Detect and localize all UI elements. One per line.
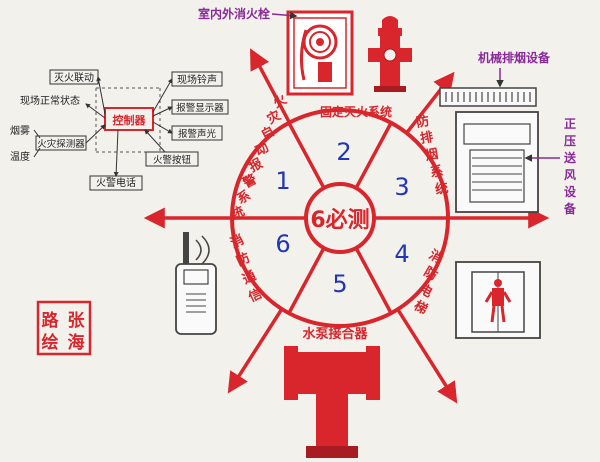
label-smoke-control: 防 排 烟 系 统	[415, 113, 450, 198]
air-vent-icon	[455, 111, 539, 213]
svg-text:排: 排	[419, 129, 435, 147]
svg-text:通: 通	[240, 268, 259, 288]
node-fire-linkage: 灭火联动	[54, 72, 94, 84]
label-pump-adapter: 水泵接合器	[302, 326, 368, 342]
node-normal-state: 现场正常状态	[20, 94, 80, 107]
hydrant-box-icon	[286, 10, 354, 96]
number-5: 5	[332, 270, 347, 298]
alarm-flow-diagram: 控制器 灭火联动 现场正常状态 烟雾 温度 火灾探测器 火警电话 现场铃声 报警…	[10, 69, 229, 191]
center-circle	[304, 182, 376, 254]
callout-hydrant-arrow	[271, 11, 298, 20]
number-3: 3	[394, 173, 409, 201]
node-detector: 火灾探测器	[37, 138, 85, 150]
node-temperature: 温度	[10, 150, 30, 163]
svg-text:消: 消	[228, 232, 247, 252]
controller-label: 控制器	[113, 113, 147, 127]
svg-text:压: 压	[564, 134, 576, 148]
pump-adapter-icon	[284, 346, 380, 458]
svg-text:风: 风	[564, 168, 576, 182]
svg-text:防: 防	[234, 250, 253, 270]
node-display: 报警显示器	[176, 102, 224, 114]
svg-text:信: 信	[246, 286, 265, 306]
svg-text:动: 动	[253, 140, 272, 159]
callout-hydrant: 室内外消火栓	[198, 6, 270, 21]
node-smoke: 烟雾	[10, 124, 30, 137]
label-elevator: 消 防 电 梯	[411, 247, 445, 318]
svg-text:系: 系	[429, 163, 445, 181]
svg-text:送: 送	[563, 150, 577, 165]
number-4: 4	[394, 240, 409, 268]
controller-box	[104, 107, 154, 131]
exhaust-grille-icon	[439, 87, 537, 107]
svg-text:张: 张	[68, 311, 86, 331]
svg-text:防: 防	[415, 113, 431, 131]
label-fixed-fire: 固定灭火系统	[320, 104, 392, 119]
svg-text:设: 设	[564, 184, 577, 199]
fire-hydrant-icon	[368, 16, 412, 92]
svg-text:路: 路	[42, 310, 60, 331]
node-bell: 现场铃声	[177, 73, 217, 86]
center-label: 6必测	[310, 207, 369, 233]
svg-text:正: 正	[564, 117, 576, 131]
number-2: 2	[336, 138, 351, 166]
signature-seal: 路 张 绘 海	[36, 300, 92, 356]
callout-pressure: 正 压 送 风 设 备	[563, 117, 577, 216]
number-1: 1	[275, 167, 290, 195]
node-phone: 火警电话	[96, 176, 136, 189]
svg-text:海: 海	[68, 332, 85, 353]
svg-text:统: 统	[434, 180, 450, 198]
label-communication: 消 防 通 信	[228, 232, 265, 306]
number-6: 6	[275, 230, 290, 258]
radio-icon	[175, 232, 217, 335]
svg-text:备: 备	[563, 201, 577, 216]
node-button: 火警按钮	[153, 154, 192, 166]
callout-exhaust: 机械排烟设备	[478, 50, 551, 65]
svg-text:绘: 绘	[42, 332, 59, 353]
node-sound-light: 报警声光	[178, 128, 217, 140]
svg-text:烟: 烟	[424, 147, 439, 164]
elevator-icon	[455, 261, 541, 339]
